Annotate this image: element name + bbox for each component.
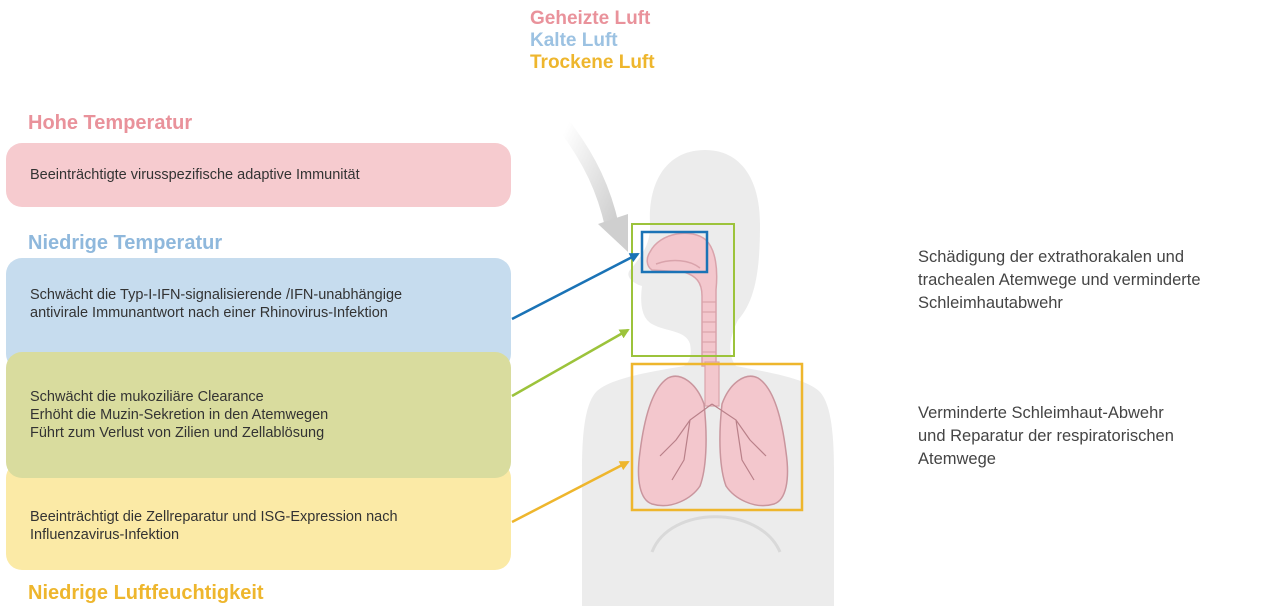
- box-mucociliary-line-2: Erhöht die Muzin-Sekretion in den Atemwe…: [30, 406, 511, 424]
- upper-airway-description-line-2: trachealen Atemwege und verminderte: [918, 269, 1201, 292]
- box-high-temperature-line-1: Beeinträchtigte virusspezifische adaptiv…: [30, 166, 511, 184]
- incoming-air-arrow: [566, 128, 628, 252]
- box-mucociliary: Schwächt die mukoziliäre Clearance Erhöh…: [6, 352, 511, 478]
- lower-airway-description-line-3: Atemwege: [918, 448, 1174, 471]
- box-mucociliary-line-3: Führt zum Verlust von Zilien und Zellabl…: [30, 424, 511, 442]
- heading-low-humidity: Niedrige Luftfeuchtigkeit: [28, 582, 264, 605]
- box-humidity-line-2: Influenzavirus-Infektion: [30, 526, 511, 544]
- upper-airway-description-line-1: Schädigung der extrathorakalen und: [918, 246, 1201, 269]
- box-humidity: Beeinträchtigt die Zellreparatur und ISG…: [6, 462, 511, 570]
- upper-airway-description: Schädigung der extrathorakalen und trach…: [918, 246, 1201, 315]
- legend-heated-air: Geheizte Luft: [530, 8, 655, 30]
- box-mucociliary-line-1: Schwächt die mukoziliäre Clearance: [30, 388, 511, 406]
- legend-dry-air: Trockene Luft: [530, 52, 655, 74]
- box-humidity-line-1: Beeinträchtigt die Zellreparatur und ISG…: [30, 508, 511, 526]
- blue-arrow: [512, 254, 638, 319]
- air-legend: Geheizte Luft Kalte Luft Trockene Luft: [530, 8, 655, 74]
- lower-airway-description: Verminderte Schleimhaut-Abwehr und Repar…: [918, 402, 1174, 471]
- box-high-temperature: Beeinträchtigte virusspezifische adaptiv…: [6, 143, 511, 207]
- box-low-temperature-line-2: antivirale Immunantwort nach einer Rhino…: [30, 304, 511, 322]
- heading-low-temperature: Niedrige Temperatur: [28, 232, 222, 255]
- legend-cold-air: Kalte Luft: [530, 30, 655, 52]
- upper-airway-description-line-3: Schleimhautabwehr: [918, 292, 1201, 315]
- lower-airway-description-line-2: und Reparatur der respiratorischen: [918, 425, 1174, 448]
- lower-airway-description-line-1: Verminderte Schleimhaut-Abwehr: [918, 402, 1174, 425]
- box-low-temperature-line-1: Schwächt die Typ-I-IFN-signalisierende /…: [30, 286, 511, 304]
- heading-high-temperature: Hohe Temperatur: [28, 112, 192, 135]
